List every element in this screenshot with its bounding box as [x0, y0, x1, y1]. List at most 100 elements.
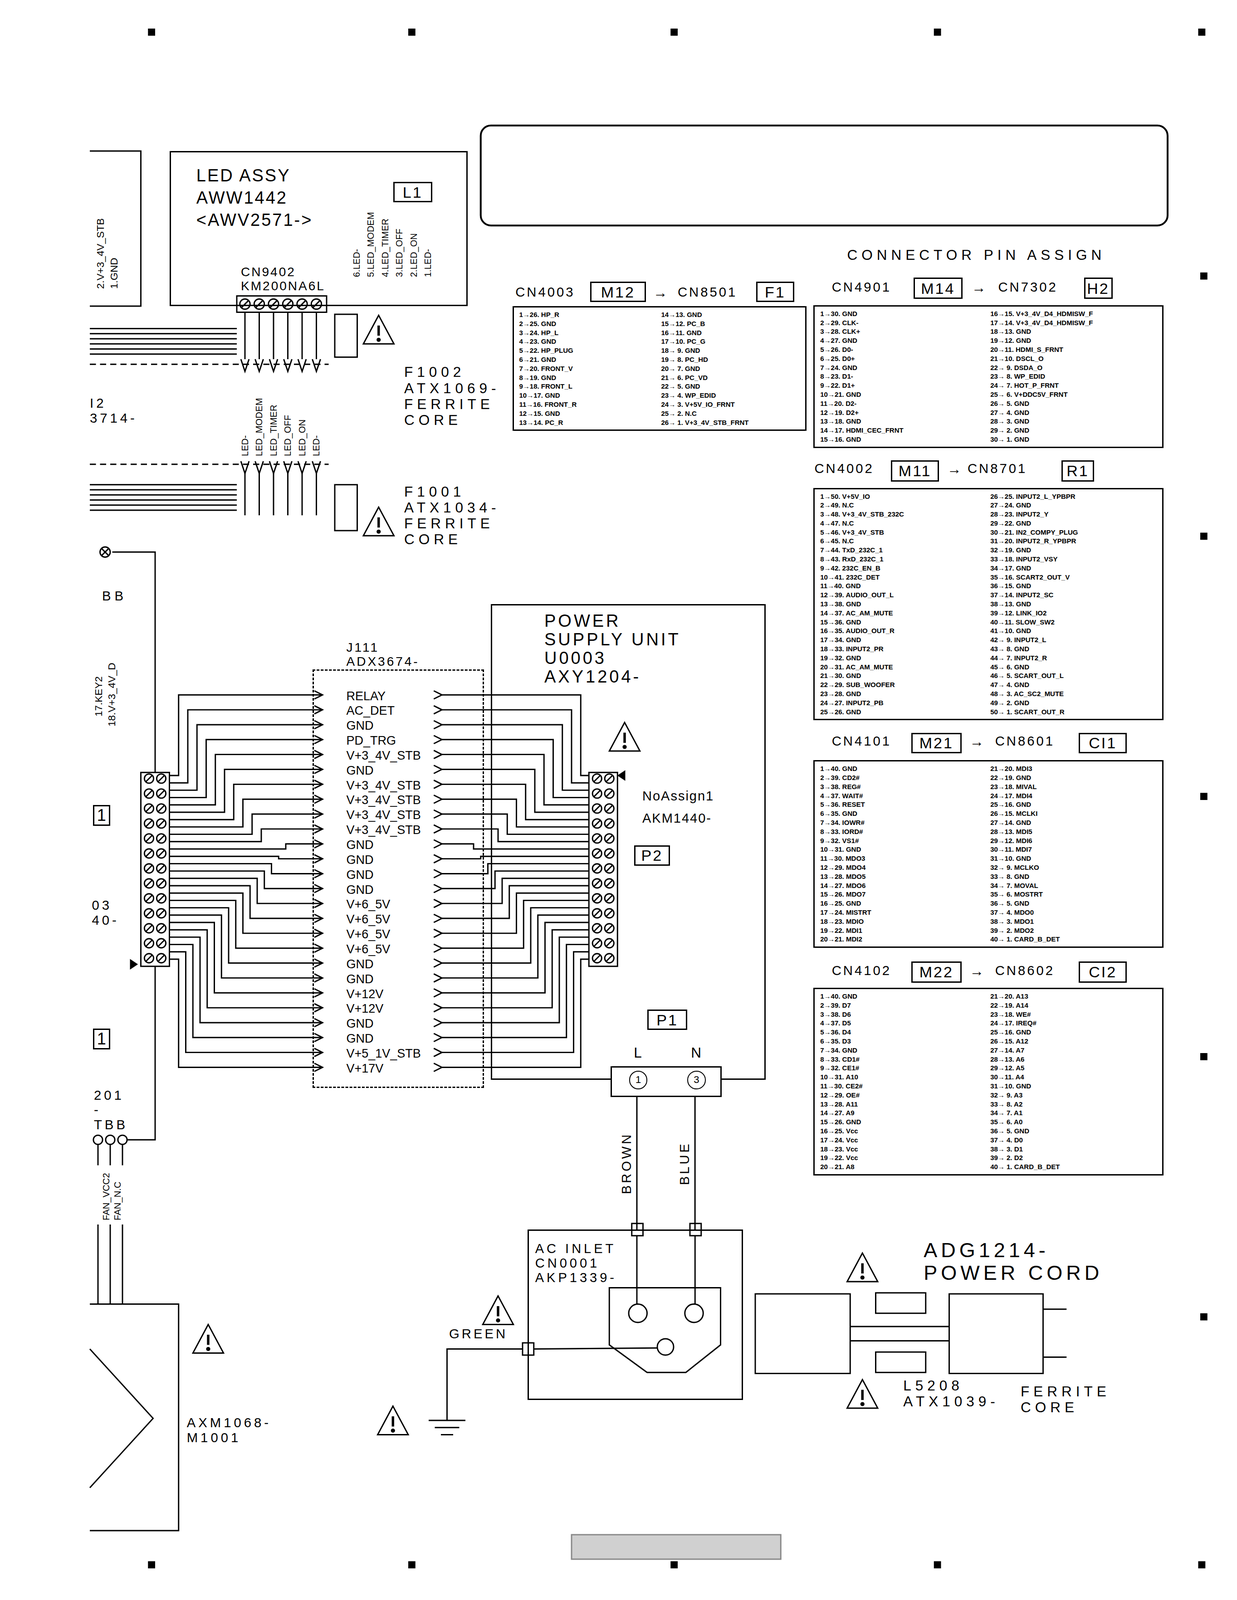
connector-pin — [593, 790, 601, 797]
wire-chevron — [314, 825, 323, 834]
pin-assign-entry: 48→ 3. AC_SC2_MUTE — [990, 689, 1157, 699]
pin-name: V+17V — [346, 1061, 384, 1076]
connector-pin — [145, 895, 152, 902]
wire — [301, 312, 304, 360]
connector-pin — [606, 865, 613, 872]
pin-assign-entry: 10→31. A10 — [820, 1072, 987, 1082]
pin-name: 1.LED- — [422, 248, 434, 277]
wire — [441, 885, 589, 919]
pin-assign-entry: 9→22. D1+ — [820, 381, 987, 391]
registration-mark — [1200, 1053, 1208, 1061]
connector-pin — [592, 864, 602, 874]
wire — [441, 893, 589, 934]
wire-chevron — [433, 750, 442, 759]
pin-assign-entry: 29→12. A5 — [990, 1063, 1157, 1073]
pin-assign-entry: 20→21. MDI2 — [820, 934, 987, 944]
wire-chevron — [314, 973, 323, 983]
wire — [122, 1224, 124, 1305]
connector-pin — [145, 925, 152, 932]
connector-pin — [592, 909, 602, 919]
connector-pin — [604, 924, 614, 934]
connector-pin — [604, 774, 614, 784]
pin-assign-entry: 44→ 7. INPUT2_R — [990, 653, 1157, 663]
connector-pin — [156, 849, 166, 859]
pin-assign-entry: 40→11. SLOW_SW2 — [990, 617, 1157, 627]
wire-connector — [694, 1097, 696, 1231]
pin-assign-entry: 11→16. FRONT_R — [519, 400, 658, 410]
pin-assign-entry: 1→26. HP_R — [519, 310, 658, 320]
pin-assign-entry: 25→ 6. V+DDC5V_FRNT — [990, 390, 1157, 400]
connector-pin — [157, 790, 165, 797]
wire-break — [298, 359, 307, 372]
connector-pin — [157, 835, 165, 842]
wire — [441, 694, 589, 776]
connector-pin — [592, 953, 602, 964]
pin-assign-entry: 34→ 7. MOVAL — [990, 881, 1157, 891]
wire-chevron — [433, 929, 442, 938]
wire — [169, 844, 323, 850]
wire — [89, 504, 237, 506]
wire — [169, 814, 323, 835]
pin-name: V+12V — [346, 987, 384, 1002]
wire-chevron — [433, 795, 442, 804]
wire-chevron — [314, 884, 323, 893]
pin-assign-entry: 4→37. WAIT# — [820, 791, 987, 801]
wire — [441, 769, 589, 813]
pin-assign-entry: 39→ 2. MDO2 — [990, 926, 1157, 936]
wire-chevron — [433, 735, 442, 744]
wire — [315, 312, 318, 360]
pin-assign-entry: 31→10. GND — [990, 1081, 1157, 1091]
terminal-number: 3 — [687, 1070, 706, 1090]
wire-break — [240, 461, 250, 474]
pin-assign-entry: 24→27. INPUT2_PB — [820, 698, 987, 708]
pin-assign-entry: 6→45. N.C — [820, 536, 987, 546]
pin-assign-entry: 19→22. Vcc — [820, 1153, 987, 1163]
pin-assign-entry: 5→36. D4 — [820, 1027, 987, 1037]
connector-pin — [604, 953, 614, 964]
pin-assign-entry: 8→33. IORD# — [820, 827, 987, 837]
connector-pin — [593, 910, 601, 917]
wire-chevron — [314, 690, 323, 700]
plug-prong — [1043, 1308, 1067, 1311]
pin-assign-entry: 16→15. V+3_4V_D4_HDMISW_F — [990, 309, 1157, 319]
pin-assign-entry: 19→32. GND — [820, 653, 987, 663]
inlet-pin — [628, 1304, 648, 1324]
harness-connector: J111 ADX3674-RELAYAC_DETGNDPD_TRGV+3_4V_… — [312, 669, 485, 1089]
warning-symbol — [377, 325, 380, 337]
connector-pin — [298, 300, 306, 309]
pin-assign-entry: 35→ 6. MOSTRT — [990, 889, 1157, 900]
section-tag: M22 — [911, 961, 962, 983]
connector-pin — [593, 775, 601, 783]
pin-assign-entry: 23→18. MIVAL — [990, 782, 1157, 792]
pin-name: V+12V — [346, 1002, 384, 1017]
tag-text: M11 — [898, 463, 932, 479]
pin-assign-entry: 22→29. SUB_WOOFER — [820, 680, 987, 690]
connector-name: CN8701 — [967, 461, 1027, 477]
connector-pin — [93, 1135, 103, 1145]
pin-assign-entry: 36→ 5. GND — [990, 1126, 1157, 1136]
wire — [441, 952, 589, 1053]
pin-assign-entry: 18→23. Vcc — [820, 1144, 987, 1154]
pin-assign-entry: 33→ 8. A2 — [990, 1100, 1157, 1110]
wire — [169, 959, 323, 1068]
pin-assign-entry: 3→38. D6 — [820, 1010, 987, 1020]
pin-assign-entry: 12→19. D2+ — [820, 408, 987, 418]
pin-assign-entry: 18→23. MDIO — [820, 917, 987, 927]
pin-assign-entry: 29→12. MDI6 — [990, 836, 1157, 846]
connector-body — [588, 772, 618, 967]
pin-assign-entry: 6→35. GND — [820, 809, 987, 819]
tag-text: CI2 — [1088, 964, 1117, 980]
wire-break — [312, 461, 321, 474]
assembly-title: LED ASSY AWW1442 <AWV2571-> — [196, 164, 319, 232]
pin-assign-entry: 15→12. PC_B — [661, 319, 800, 329]
pin-assign-entry: 1→40. GND — [820, 764, 987, 774]
pin-assign-entry: 12→29. OE# — [820, 1090, 987, 1101]
part-name: FERRITE CORE — [1020, 1383, 1111, 1417]
pin-assign-table: 1→30. GND2→29. CLK-3→28. CLK+4→27. GND5→… — [813, 305, 1164, 449]
wire-color-label: GREEN — [449, 1326, 508, 1342]
pin-assign-table: 1→50. V+5V_IO2→49. N.C3→48. V+3_4V_STB_2… — [813, 488, 1164, 721]
registration-mark — [1200, 1313, 1208, 1321]
pin-name: V+3_4V_STB — [346, 793, 421, 808]
warning-symbol — [206, 1347, 210, 1351]
pin-name: V+3_4V_STB — [346, 823, 421, 838]
